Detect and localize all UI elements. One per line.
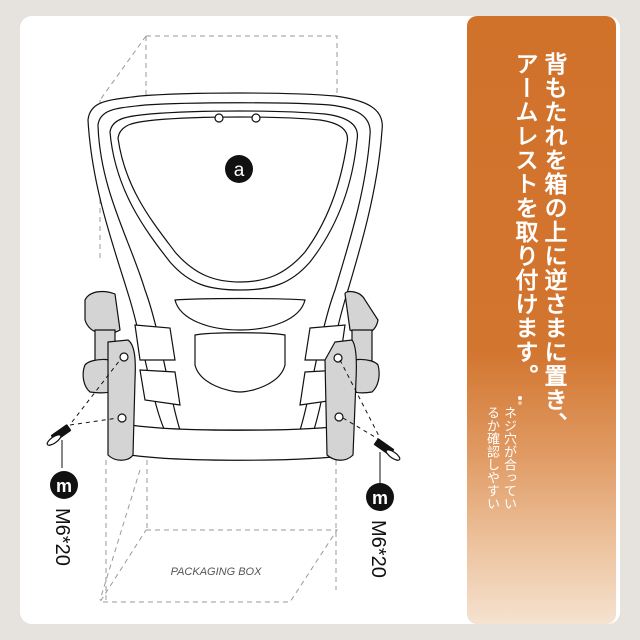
- note-line-2: るか確認しやすい: [484, 406, 499, 510]
- instruction-title-line-2: アームレストを取り付けます。: [511, 52, 537, 388]
- note-line-1: ネジ穴が合ってい: [501, 406, 516, 510]
- svg-text:m: m: [56, 476, 72, 496]
- packaging-box-outline: [99, 35, 338, 603]
- part-m-badge-right: m: [366, 483, 394, 511]
- svg-text:a: a: [234, 160, 245, 181]
- backrest: [87, 92, 383, 461]
- part-m-badge-left: m: [50, 471, 78, 499]
- right-bracket: [324, 339, 357, 461]
- part-a-badge: a: [225, 155, 253, 183]
- screw-guides: [69, 359, 381, 441]
- left-bracket: [107, 339, 136, 461]
- instruction-title-line-1: 背もたれを箱の上に逆さまに置き、: [540, 52, 566, 436]
- instruction-panel: 背もたれを箱の上に逆さまに置き、 アームレストを取り付けます。 ネジ穴が合ってい…: [467, 16, 616, 624]
- svg-text:m: m: [372, 488, 388, 508]
- screw-spec-left: M6*20: [51, 508, 73, 566]
- note-bullet-icon: [518, 396, 522, 400]
- screw-spec-right: M6*20: [367, 520, 389, 578]
- left-screw-icon: [46, 424, 72, 468]
- right-armrest: [324, 290, 380, 461]
- right-screw-icon: [373, 438, 401, 484]
- left-armrest: [82, 290, 136, 461]
- packaging-box-label: PACKAGING BOX: [171, 566, 263, 578]
